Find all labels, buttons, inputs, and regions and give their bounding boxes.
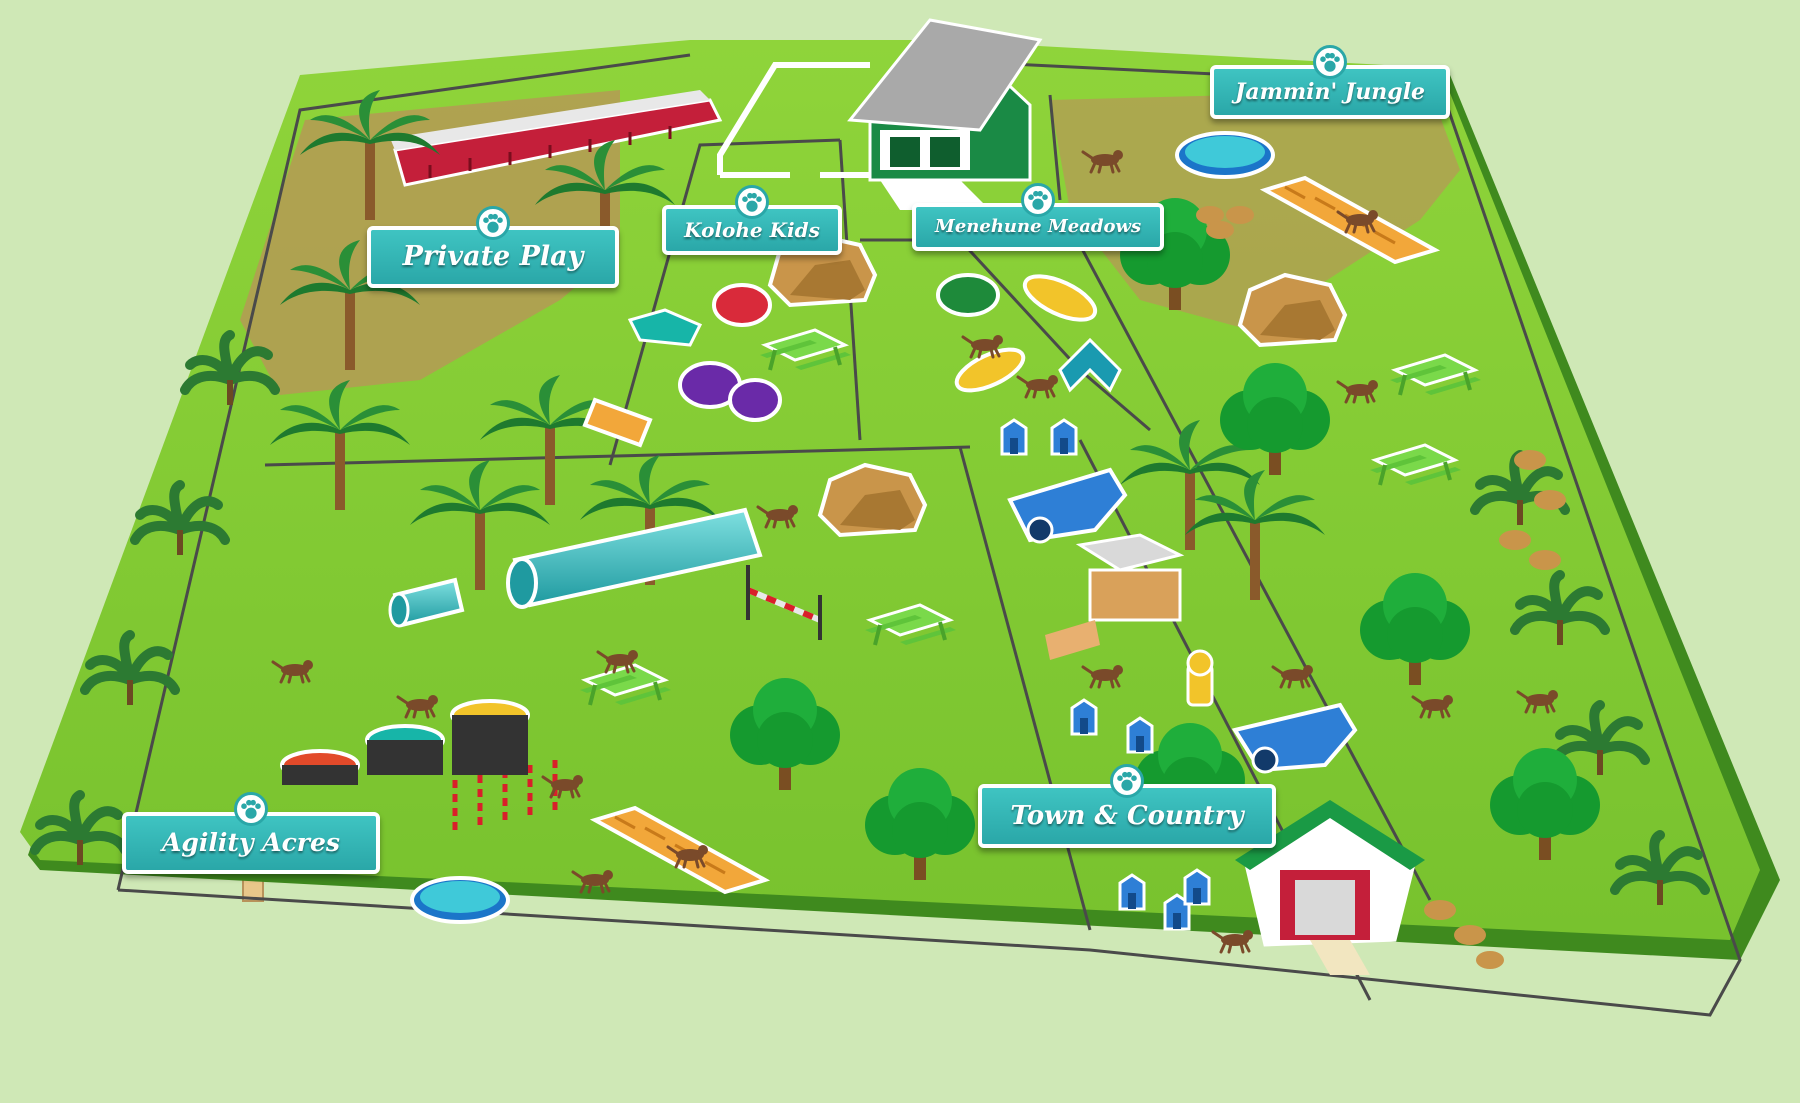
zone-label: Kolohe Kids <box>684 218 820 242</box>
wading-pool-jungle <box>1175 131 1275 179</box>
zone-sign-menehune-meadows[interactable]: Menehune Meadows <box>912 183 1164 267</box>
paw-print-icon <box>476 206 510 240</box>
fire-hydrant <box>1186 649 1214 707</box>
tunnels <box>388 397 763 628</box>
white-fenced-yard <box>717 62 870 178</box>
paw-print-icon <box>1021 183 1055 217</box>
zone-sign-private-play[interactable]: Private Play <box>367 206 619 330</box>
agility-equipment <box>280 565 822 835</box>
paw-print-icon <box>1313 45 1347 79</box>
zone-label: Menehune Meadows <box>934 216 1142 237</box>
paw-print-icon <box>1110 764 1144 798</box>
meadows-toys <box>936 273 1122 393</box>
zone-sign-kolohe-kids[interactable]: Kolohe Kids <box>662 185 842 275</box>
zone-sign-town-and-country[interactable]: Town & Country <box>978 764 1276 880</box>
wading-pool-agility <box>410 876 510 924</box>
paw-print-icon <box>234 792 268 826</box>
zone-sign-agility-acres[interactable]: Agility Acres <box>122 792 380 902</box>
zone-label: Jammin' Jungle <box>1234 79 1426 105</box>
zone-label: Private Play <box>402 241 584 272</box>
play-structure <box>1045 533 1185 660</box>
clubhouse <box>847 18 1043 210</box>
paw-print-icon <box>735 185 769 219</box>
zone-label: Agility Acres <box>162 828 340 857</box>
pebble-pile <box>1196 206 1566 969</box>
zone-sign-jammin-jungle[interactable]: Jammin' Jungle <box>1210 45 1450 157</box>
zone-label: Town & Country <box>1010 801 1244 831</box>
barn <box>1235 800 1425 975</box>
kids-toys <box>627 283 782 422</box>
kennel-building <box>390 90 723 187</box>
toy-cars <box>1007 467 1358 774</box>
